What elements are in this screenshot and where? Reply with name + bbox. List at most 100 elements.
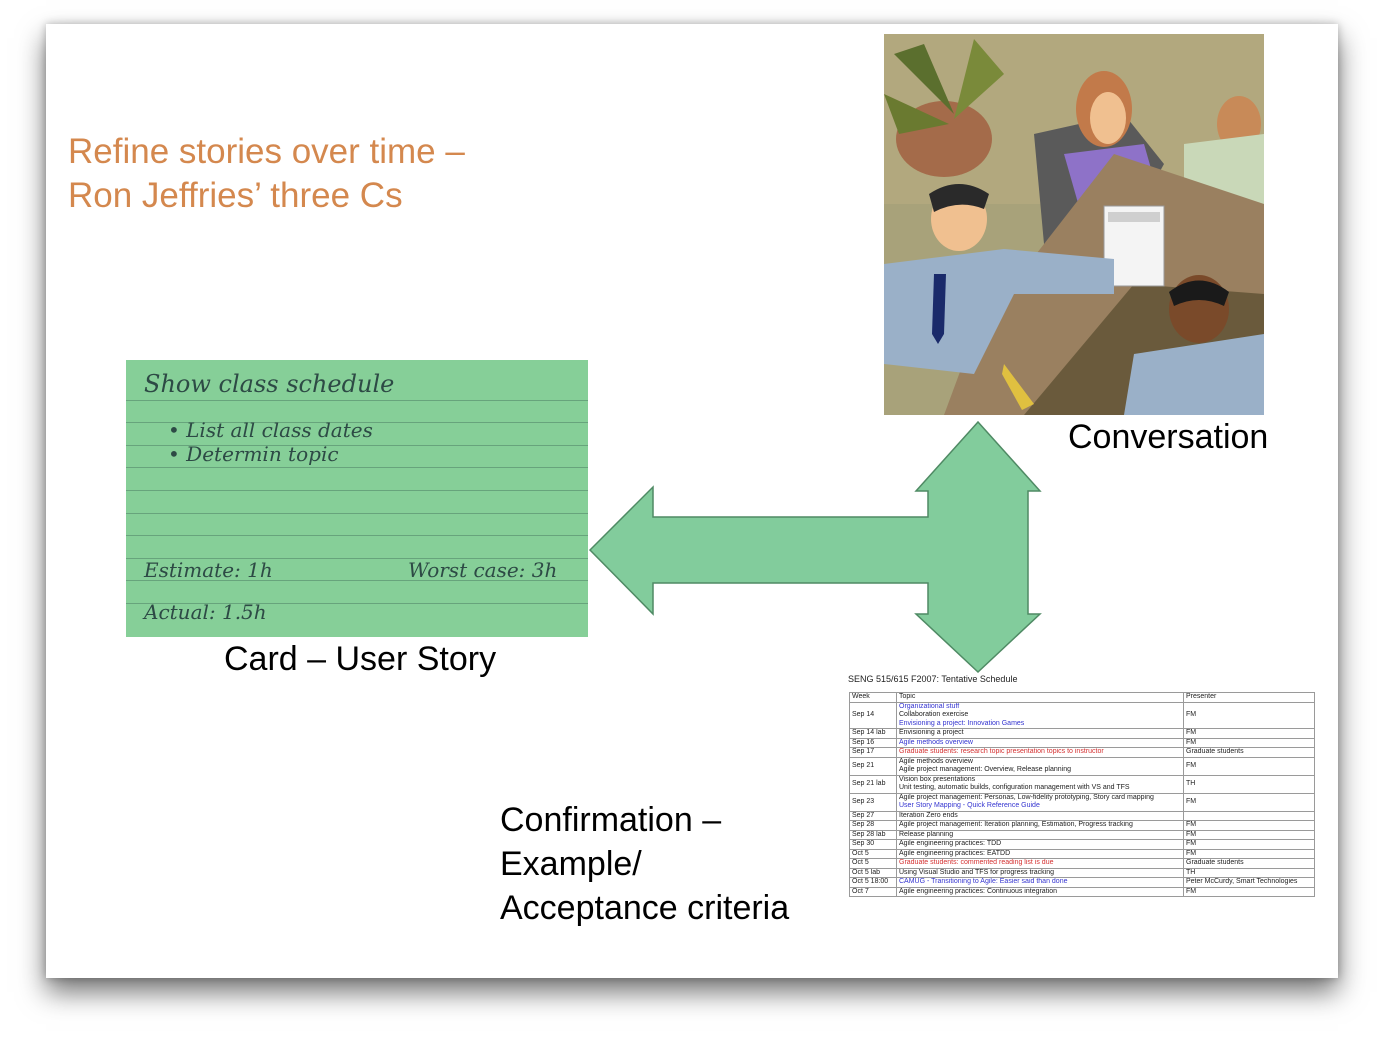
schedule-topic-cell: Agile project management: Iteration plan…	[896, 820, 1184, 831]
title-line-2: Ron Jeffries’ three Cs	[68, 176, 403, 215]
schedule-topic-line: Agile engineering practices: EATDD	[899, 849, 1011, 857]
schedule-presenter-cell: FM	[1183, 756, 1315, 776]
schedule-presenter-cell: Graduate students	[1183, 747, 1315, 758]
schedule-topic-line: Agile engineering practices: TDD	[899, 840, 1002, 847]
schedule-header-week: Week	[849, 692, 897, 703]
schedule-header-topic: Topic	[896, 692, 1184, 703]
schedule-week-cell: Oct 5	[849, 848, 897, 859]
schedule-week-cell: Sep 21 lab	[849, 774, 897, 794]
schedule-topic-cell: Iteration Zero ends	[896, 810, 1184, 821]
schedule-topic-line: Iteration Zero ends	[899, 811, 958, 819]
confirmation-line-2: Example/	[500, 845, 642, 883]
schedule-week-cell: Oct 5 lab	[849, 867, 897, 878]
schedule-week-cell: Sep 14	[849, 701, 897, 729]
meeting-illustration-icon	[884, 34, 1264, 415]
card-bullet-2: • Determin topic	[168, 442, 339, 466]
schedule-topic-cell: Agile engineering practices: Continuous …	[896, 886, 1184, 897]
schedule-topic-line: Vision box presentations	[899, 775, 976, 783]
schedule-topic-line: Release planning	[899, 830, 954, 838]
confirmation-line-3: Acceptance criteria	[500, 889, 790, 927]
schedule-topic-line: Graduate students: commented reading lis…	[899, 859, 1054, 866]
schedule-topic-cell: Agile engineering practices: TDD	[896, 839, 1184, 850]
confirmation-line-1: Confirmation –	[500, 801, 722, 839]
schedule-topic-cell: Release planning	[896, 829, 1184, 840]
schedule-week-cell: Sep 14 lab	[849, 728, 897, 739]
schedule-header-presenter: Presenter	[1183, 692, 1315, 703]
card-bullet-1: • List all class dates	[168, 418, 373, 442]
schedule-week-cell: Oct 5	[849, 858, 897, 869]
schedule-header-row: Week Topic Presenter	[849, 692, 1315, 703]
schedule-topic-line: Unit testing, automatic builds, configur…	[899, 784, 1130, 791]
card-estimate: Estimate: 1h	[144, 558, 273, 582]
schedule-week-cell: Sep 16	[849, 737, 897, 748]
schedule-week-cell: Sep 28	[849, 820, 897, 831]
schedule-week-cell: Oct 5 18:00	[849, 877, 897, 888]
schedule-week-cell: Sep 28 lab	[849, 829, 897, 840]
double-headed-arrow-icon	[588, 420, 1042, 674]
schedule-presenter-cell: FM	[1183, 839, 1315, 850]
schedule-presenter-cell	[1183, 810, 1315, 821]
schedule-week-cell: Sep 21	[849, 756, 897, 776]
schedule-presenter-cell: FM	[1183, 737, 1315, 748]
schedule-presenter-cell: FM	[1183, 792, 1315, 812]
user-story-card: Show class schedule • List all class dat…	[126, 360, 588, 637]
schedule-topic-cell: Using Visual Studio and TFS for progress…	[896, 867, 1184, 878]
schedule-week-cell: Sep 27	[849, 810, 897, 821]
schedule-presenter-cell: TH	[1183, 867, 1315, 878]
schedule-topic-line: Graduate students: research topic presen…	[899, 748, 1104, 755]
title-line-1: Refine stories over time –	[68, 132, 465, 171]
schedule-week-cell: Sep 23	[849, 792, 897, 812]
slide-title: Refine stories over time – Ron Jeffries’…	[68, 130, 588, 218]
schedule-topic-cell: Envisioning a project	[896, 728, 1184, 739]
card-label: Card – User Story	[224, 640, 497, 678]
schedule-presenter-cell: Peter McCurdy, Smart Technologies	[1183, 877, 1315, 888]
schedule-presenter-cell: FM	[1183, 701, 1315, 729]
schedule-topic-line: Collaboration exercise	[899, 711, 969, 718]
schedule-topic-cell: CAMUG - Transitioning to Agile: Easier s…	[896, 877, 1184, 888]
slide: Refine stories over time – Ron Jeffries’…	[46, 24, 1338, 978]
conversation-label: Conversation	[1068, 418, 1269, 456]
schedule-topic-cell: Graduate students: commented reading lis…	[896, 858, 1184, 869]
arrow-shape	[588, 420, 1042, 674]
card-worst-case: Worst case: 3h	[408, 558, 558, 582]
schedule-presenter-cell: FM	[1183, 728, 1315, 739]
schedule-presenter-cell: FM	[1183, 886, 1315, 897]
schedule-topic-line: Agile project management: Overview, Rele…	[899, 766, 1071, 773]
schedule-topic-line: Agile methods overview	[899, 757, 973, 765]
schedule-presenter-cell: FM	[1183, 820, 1315, 831]
schedule-presenter-cell: FM	[1183, 829, 1315, 840]
schedule-topic-line: Agile engineering practices: Continuous …	[899, 887, 1057, 895]
card-actual: Actual: 1.5h	[144, 600, 267, 624]
schedule-presenter-cell: Graduate students	[1183, 858, 1315, 869]
schedule-topic-cell: Agile project management: Personas, Low-…	[896, 792, 1184, 812]
schedule-topic-line: Envisioning a project: Innovation Games	[899, 719, 1025, 727]
schedule-week-cell: Oct 7	[849, 886, 897, 897]
schedule-topic-line: CAMUG - Transitioning to Agile: Easier s…	[899, 878, 1068, 885]
schedule-topic-cell: Graduate students: research topic presen…	[896, 747, 1184, 758]
confirmation-label: Confirmation – Example/ Acceptance crite…	[500, 798, 789, 930]
schedule-week-cell: Sep 30	[849, 839, 897, 850]
schedule-topic-line: Agile project management: Personas, Low-…	[899, 793, 1154, 801]
schedule-topic-line: Using Visual Studio and TFS for progress…	[899, 868, 1054, 876]
schedule-presenter-cell: TH	[1183, 774, 1315, 794]
schedule-topic-line: Agile project management: Iteration plan…	[899, 821, 1133, 828]
schedule-topic-line: User Story Mapping - Quick Reference Gui…	[899, 802, 1040, 809]
schedule-document: SENG 515/615 F2007: Tentative Schedule W…	[846, 672, 1316, 978]
